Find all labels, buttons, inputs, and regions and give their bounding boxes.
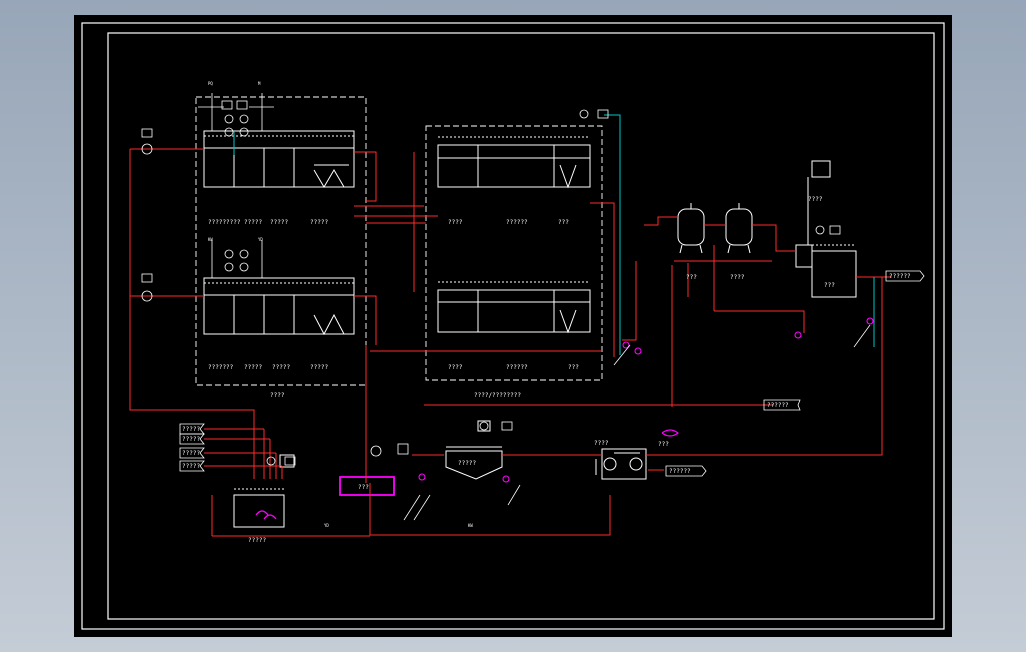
valve-tag-labels: PQ M KW YD YD KW — [208, 81, 473, 528]
inner-frame — [107, 32, 935, 620]
mbr-group-box — [425, 125, 603, 381]
regulating-tank[interactable] — [233, 454, 295, 528]
bio-lower-label-4: ????? — [310, 364, 328, 371]
outlet-arrow-label: ?????? — [767, 402, 789, 409]
bio-tank-lower[interactable] — [203, 277, 355, 336]
mbr-upper-label-2: ?????? — [506, 219, 528, 226]
diagram-labels: ????????? ????? ????? ????? ??????? ????… — [182, 196, 911, 544]
sludge-thickener[interactable] — [445, 420, 503, 480]
arrow-tags — [179, 270, 925, 477]
cad-drawing-canvas[interactable]: ????????? ????? ????? ????? ??????? ????… — [74, 15, 952, 637]
discharge-arrow-label: ?????? — [669, 468, 691, 475]
process-flow-diagram: ????????? ????? ????? ????? ??????? ????… — [81, 22, 945, 630]
clear-tank-caption: ??? — [824, 282, 835, 289]
mbr-lower-label-1: ???? — [448, 364, 463, 371]
bio-lower-label-1: ??????? — [208, 364, 234, 371]
inlet-label-2: ????? — [182, 436, 200, 443]
pumps — [418, 317, 874, 483]
regulating-tank-caption: ????? — [248, 537, 266, 544]
thickener-caption: ????? — [458, 460, 476, 467]
pipes-main — [129, 148, 892, 537]
side-note-2: ???? — [730, 274, 745, 281]
mbr-tank-lower[interactable] — [437, 281, 591, 334]
bio-upper-label-1: ????????? — [208, 219, 241, 226]
mbr-upper-label-3: ??? — [558, 219, 569, 226]
filter-caption: ???? — [808, 196, 823, 203]
valve-tag-4: YD — [258, 237, 263, 242]
bio-lower-label-3: ????? — [272, 364, 290, 371]
side-note: ??? — [686, 274, 697, 281]
filter-2[interactable] — [725, 203, 753, 254]
bio-upper-label-2: ????? — [244, 219, 262, 226]
bio-upper-label-4: ????? — [310, 219, 328, 226]
inlet-label-3: ????? — [182, 450, 200, 457]
mbr-upper-label-1: ???? — [448, 219, 463, 226]
valve-tag-6: KW — [468, 523, 473, 528]
bio-upper-instruments — [198, 93, 274, 137]
bio-lower-label-2: ????? — [244, 364, 262, 371]
valve-tag-2: M — [258, 81, 261, 86]
pipes-air — [233, 114, 875, 355]
sludge-tank[interactable] — [339, 476, 395, 496]
filter-1[interactable] — [677, 203, 705, 254]
reuse-arrow-label: ?????? — [889, 273, 911, 280]
valve-tag-3: KW — [208, 237, 213, 242]
bio-group-caption: ???? — [270, 392, 285, 399]
inlet-label-1: ????? — [182, 426, 200, 433]
regulating-mixers — [255, 510, 277, 520]
bio-lower-instruments — [211, 240, 263, 278]
bio-group-box — [195, 96, 367, 386]
mbr-group-caption: ????/???????? — [474, 392, 521, 399]
pipe-code-label: ???? — [594, 440, 609, 447]
bio-upper-label-3: ????? — [270, 219, 288, 226]
dewatering[interactable] — [595, 448, 647, 480]
mbr-tank-upper[interactable] — [437, 136, 591, 189]
mbr-lower-label-3: ??? — [568, 364, 579, 371]
dewater-caption: ??? — [658, 441, 669, 448]
outer-frame — [81, 22, 945, 630]
instrument-tags — [141, 109, 841, 466]
clear-tank[interactable] — [795, 160, 857, 298]
valve-tag-1: PQ — [208, 81, 213, 86]
sludge-tank-caption: ??? — [358, 484, 369, 491]
inlet-label-4: ????? — [182, 463, 200, 470]
bio-tank-upper[interactable] — [203, 130, 355, 188]
pump-bases — [403, 324, 871, 521]
mbr-lower-label-2: ?????? — [506, 364, 528, 371]
valve-tag-5: YD — [324, 523, 329, 528]
